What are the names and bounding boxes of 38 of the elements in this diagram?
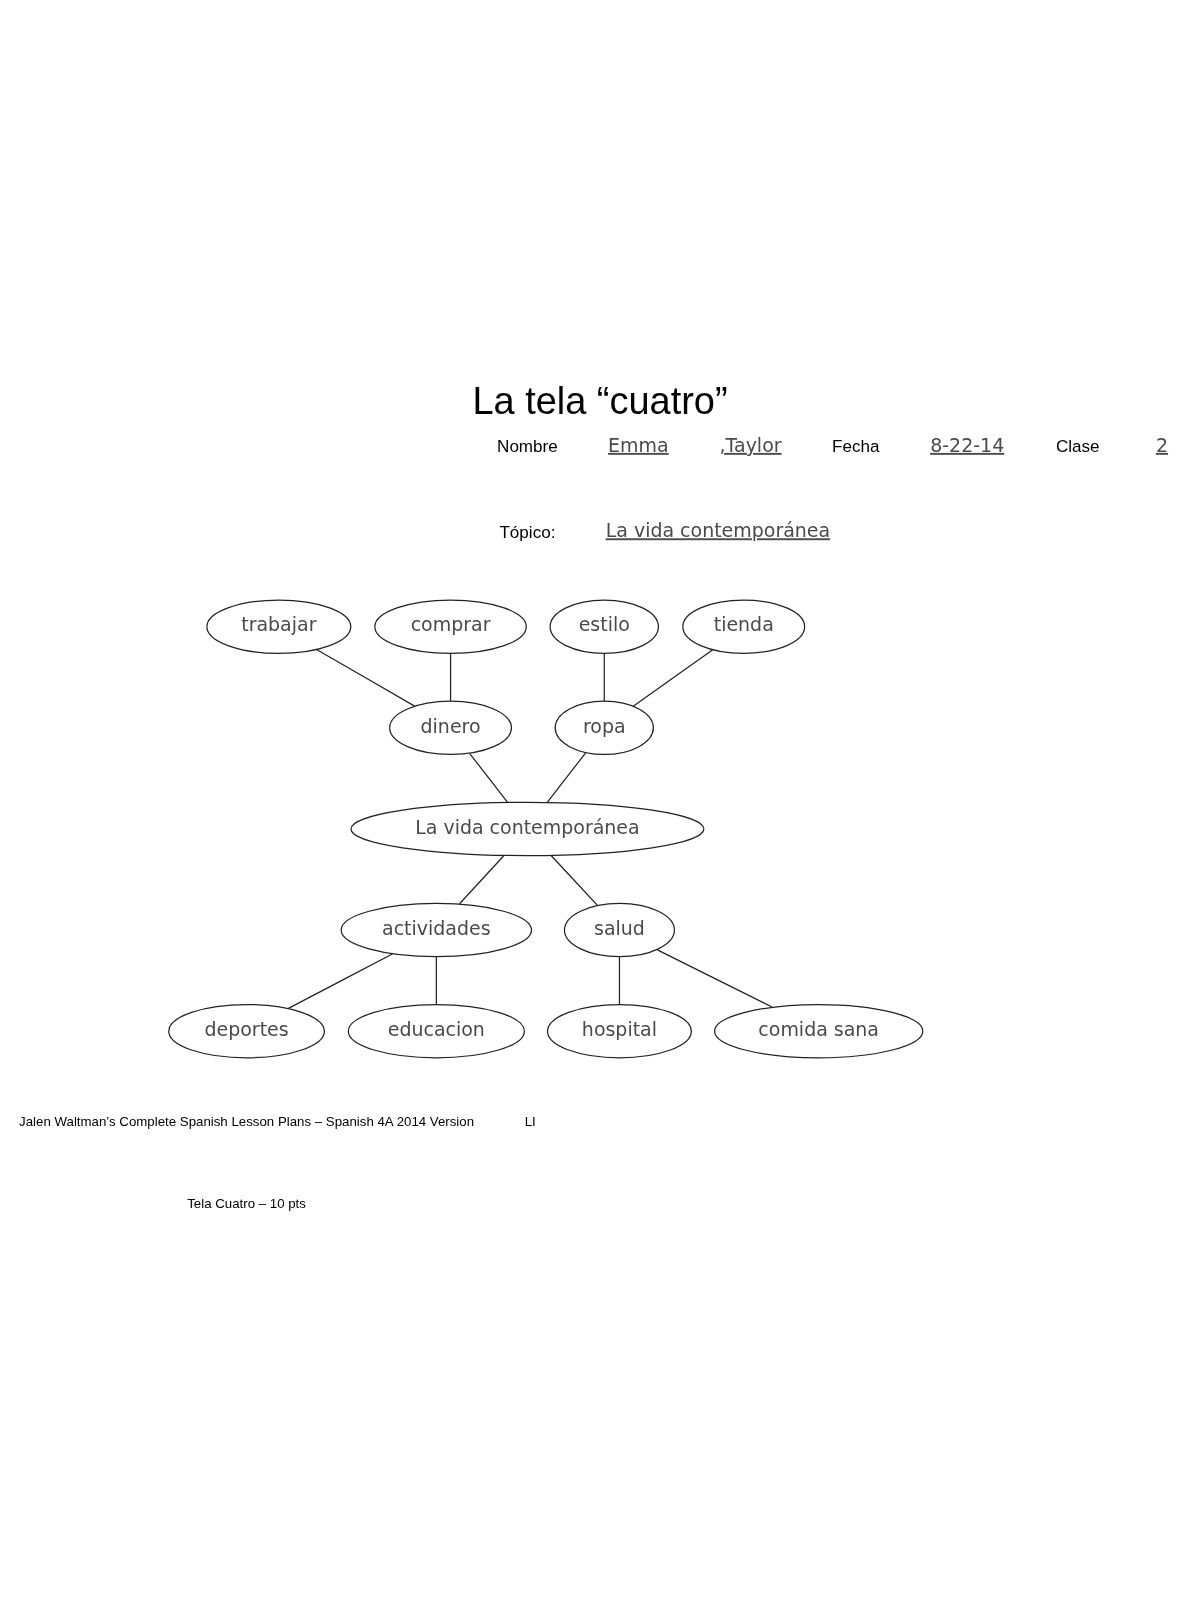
connector: [316, 648, 416, 707]
node-ellipse: salud: [563, 902, 676, 957]
label: La vida contemporánea: [605, 518, 831, 541]
node-ellipse: comida sana: [714, 1003, 924, 1058]
label: Tópico:: [499, 522, 556, 542]
node-ellipse: estilo: [549, 599, 659, 654]
label: ,Taylor: [719, 433, 782, 456]
node-ellipse: hospital: [546, 1003, 692, 1058]
label: Fecha: [831, 436, 880, 456]
connector: [287, 952, 393, 1009]
connector: [435, 955, 437, 1005]
label: Emma: [608, 433, 669, 456]
connector: [546, 751, 587, 803]
label: Tela Cuatro – 10 pts: [187, 1195, 306, 1211]
connector: [656, 948, 773, 1008]
label: Clase: [1055, 436, 1100, 456]
label: Jalen Waltman’s Complete Spanish Lesson Plans – Spanish 4A 2014 Version: [19, 1113, 475, 1129]
node-ellipse: educacion: [347, 1003, 525, 1058]
node-ellipse: dinero: [389, 700, 513, 755]
label: 2: [1155, 433, 1169, 456]
node-ellipse: tienda: [682, 599, 806, 654]
node-ellipse: ropa: [554, 700, 654, 755]
node-ellipse: actividades: [340, 902, 533, 957]
connector: [618, 955, 621, 1005]
connector: [449, 652, 452, 702]
connector: [632, 648, 714, 707]
connector: [550, 854, 598, 906]
label: LI: [524, 1113, 536, 1129]
node-ellipse: comprar: [374, 599, 527, 654]
connector: [469, 752, 508, 803]
connector: [603, 652, 605, 702]
diagram-title: La tela “cuatro”: [472, 379, 728, 422]
label: Nombre: [497, 436, 558, 456]
connector: [459, 854, 505, 904]
label: 8-22-14: [930, 433, 1005, 456]
node-ellipse: deportes: [168, 1003, 326, 1058]
node-ellipse: La vida contemporánea: [350, 801, 705, 856]
node-ellipse: trabajar: [206, 599, 352, 654]
